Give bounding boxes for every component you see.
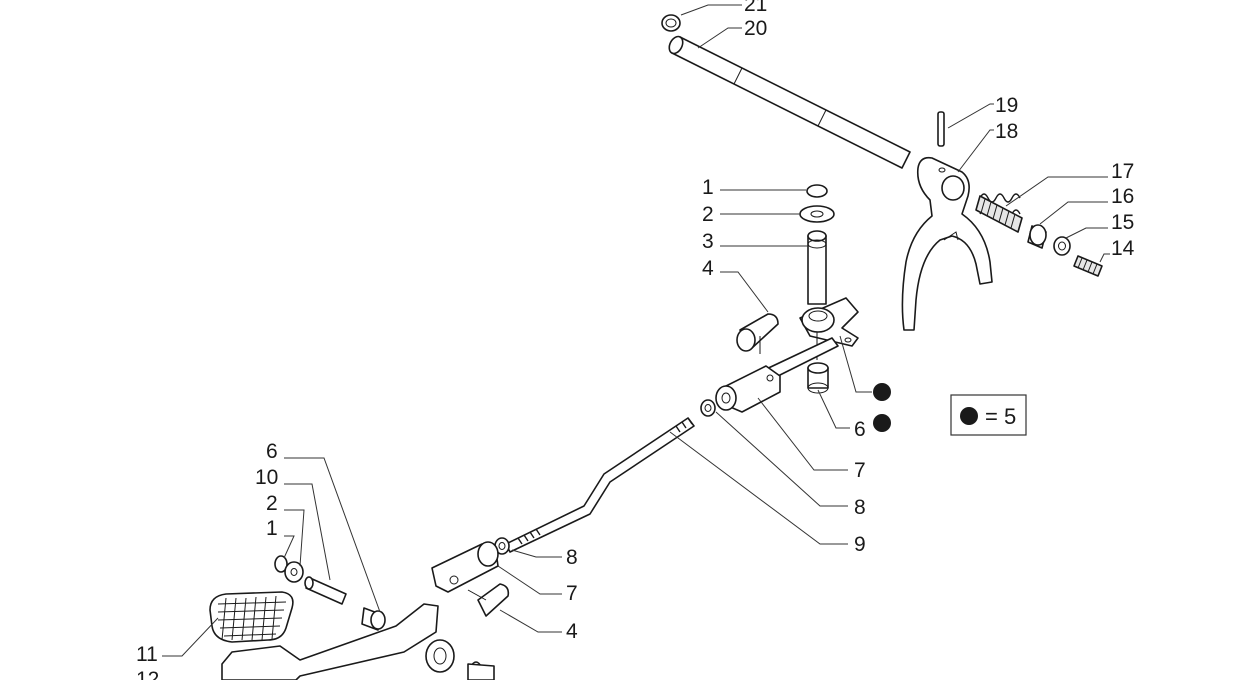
callout-15: 15 bbox=[1111, 211, 1134, 234]
callout-17: 17 bbox=[1111, 160, 1134, 183]
callout-4-upper: 4 bbox=[702, 257, 714, 280]
part-2-washer-lower bbox=[284, 561, 304, 583]
part-10-pin bbox=[304, 576, 347, 605]
legend-dot bbox=[960, 407, 978, 425]
part-12-pedal-lever bbox=[221, 603, 495, 680]
callout-2-upper: 2 bbox=[702, 203, 714, 226]
part-4-clip-upper bbox=[736, 313, 779, 354]
callout-6-lower: 6 bbox=[266, 440, 278, 463]
part-1-circlip-lower bbox=[274, 555, 288, 573]
callout-7-lower: 7 bbox=[566, 582, 578, 605]
callout-8-upper: 8 bbox=[854, 496, 866, 519]
callout-2-lower: 2 bbox=[266, 492, 278, 515]
part-20-shift-rod bbox=[668, 35, 911, 169]
callout-3: 3 bbox=[702, 230, 714, 253]
part-3-pin-shaft bbox=[807, 230, 827, 305]
callout-14: 14 bbox=[1111, 237, 1135, 260]
callout-1-lower: 1 bbox=[266, 517, 278, 540]
callout-6-upper: 6 bbox=[854, 418, 866, 441]
callout-10: 10 bbox=[255, 466, 278, 489]
part-6-bushing-lower bbox=[361, 607, 386, 631]
legend-box: = 5 bbox=[950, 394, 1027, 436]
part-19-pin bbox=[937, 111, 945, 147]
callout-21: 21 bbox=[744, 0, 767, 16]
part-1-circlip-upper bbox=[806, 184, 828, 198]
callout-16: 16 bbox=[1111, 185, 1134, 208]
callout-7-upper: 7 bbox=[854, 459, 866, 482]
part-6-bushing-upper bbox=[807, 362, 829, 394]
legend-marker-dots bbox=[873, 383, 891, 432]
upper-selector-lever bbox=[759, 297, 859, 383]
callout-8-lower: 8 bbox=[566, 546, 578, 569]
part-9-connecting-rod bbox=[505, 417, 695, 553]
part-18-shift-fork bbox=[901, 156, 993, 331]
callout-19: 19 bbox=[995, 94, 1018, 117]
legend-text: = 5 bbox=[985, 404, 1016, 429]
part-2-washer-upper bbox=[799, 205, 835, 223]
part-16-bushing bbox=[1027, 224, 1047, 249]
part-11-pedal-pad bbox=[209, 591, 294, 643]
part-17-spring bbox=[975, 193, 1023, 233]
callout-11: 11 bbox=[136, 643, 158, 666]
callout-9: 9 bbox=[854, 533, 866, 556]
callout-4-lower: 4 bbox=[566, 620, 578, 643]
part-14-screw bbox=[1073, 255, 1103, 277]
callout-1-upper: 1 bbox=[702, 176, 714, 199]
part-4-clip-lower bbox=[467, 583, 510, 617]
callout-12: 12 bbox=[136, 668, 159, 680]
leader-lines bbox=[162, 4, 1110, 657]
part-21-o-ring bbox=[661, 14, 681, 32]
part-7-clevis-lower bbox=[431, 541, 499, 593]
part-8-nut-upper bbox=[700, 399, 716, 417]
part-15-nut bbox=[1053, 236, 1071, 256]
part-7-clevis-upper bbox=[715, 365, 781, 413]
callout-20: 20 bbox=[744, 17, 767, 40]
callout-numbers: 21 20 19 18 17 16 15 14 1 2 3 4 6 7 8 9 … bbox=[136, 0, 1135, 680]
callout-18: 18 bbox=[995, 120, 1018, 143]
